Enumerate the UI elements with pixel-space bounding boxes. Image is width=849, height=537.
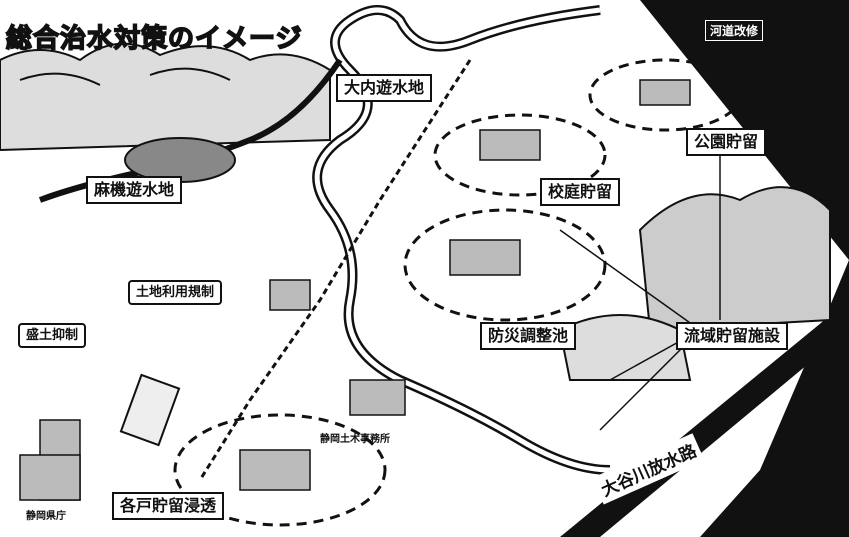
railway xyxy=(198,59,472,481)
label-household-storage: 各戸貯留浸透 xyxy=(112,492,225,520)
buildings xyxy=(19,79,691,501)
label-park-storage: 公園貯留 xyxy=(686,128,767,156)
label-land-use: 土地利用規制 xyxy=(128,280,223,305)
label-asahata-basin: 麻機遊水地 xyxy=(86,176,183,204)
map-title: 総合治水対策のイメージ xyxy=(5,23,303,55)
label-basin-storage: 流域貯留施設 xyxy=(676,322,789,350)
label-disaster-pond: 防災調整池 xyxy=(480,322,577,350)
hills-right xyxy=(558,186,831,381)
label-civil-office: 静岡土木事務所 xyxy=(320,434,390,445)
river-improvement-badge: 河道改修 xyxy=(705,20,764,41)
label-ouchi-basin: 大内遊水地 xyxy=(336,74,433,102)
bus xyxy=(119,373,181,447)
dark-river-region xyxy=(640,0,849,537)
dashed-zones xyxy=(173,58,742,527)
label-soil-control: 盛土抑制 xyxy=(18,323,87,348)
label-school-storage: 校庭貯留 xyxy=(540,178,621,206)
mountains-top-left xyxy=(0,42,331,152)
label-prefecture-office: 静岡県庁 xyxy=(26,511,66,522)
